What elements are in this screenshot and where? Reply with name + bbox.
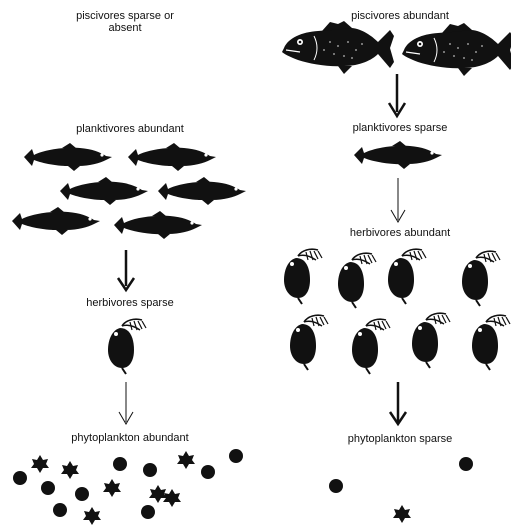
herbivore-zooplankton-icon [412, 313, 450, 368]
herbivore-zooplankton-icon [388, 249, 426, 304]
herbivore-zooplankton-icon [284, 249, 322, 304]
herbivore-zooplankton-icon [108, 319, 146, 374]
left-arrow-1 [118, 250, 134, 290]
planktivore-fish-icon [60, 177, 148, 205]
piscivore-fish-icon [402, 23, 511, 76]
herbivore-zooplankton-icon [338, 253, 376, 308]
herbivore-zooplankton-icon [472, 315, 510, 370]
left-phytoplankton-cells [13, 449, 243, 525]
piscivore-fish-icon [282, 21, 394, 74]
planktivore-fish-icon [12, 207, 100, 235]
right-arrow-1 [389, 74, 405, 116]
planktivore-fish-icon [114, 211, 202, 239]
herbivore-zooplankton-icon [462, 251, 500, 306]
planktivore-fish-icon [24, 143, 112, 171]
planktivore-fish-icon [354, 141, 442, 169]
herbivore-zooplankton-icon [290, 315, 328, 370]
right-phytoplankton-cells [329, 457, 473, 523]
planktivore-fish-icon [158, 177, 246, 205]
left-arrow-2 [119, 382, 133, 424]
herbivore-zooplankton-icon [352, 319, 390, 374]
right-arrow-3 [390, 382, 406, 424]
planktivore-fish-icon [128, 143, 216, 171]
right-arrow-2 [391, 178, 405, 222]
